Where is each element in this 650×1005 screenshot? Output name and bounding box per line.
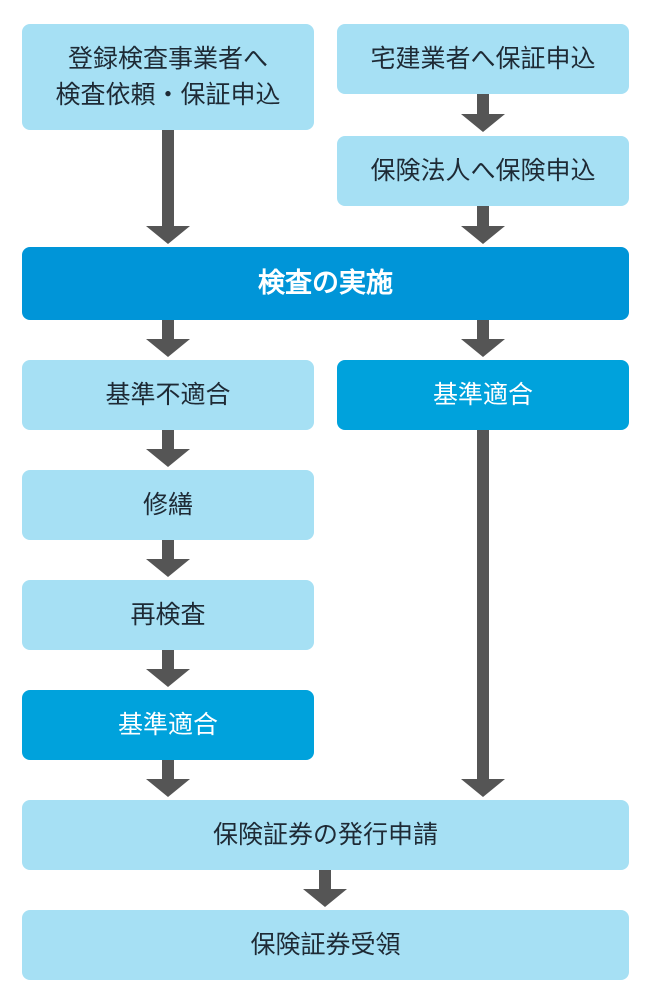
arrow-reinspect-to-compliant [146,650,190,687]
arrow-register-to-inspection [146,130,190,244]
arrow-compliant-after-to-issue [146,760,190,797]
compliant-after-label: 基準適合 [117,709,218,739]
issue-request-box: 保険証券の発行申請 [22,800,629,870]
receive-label: 保険証券受領 [250,929,401,959]
compliant-label: 基準適合 [432,379,533,409]
arrow-issue-to-receive [303,870,347,907]
compliant-after-box: 基準適合 [22,690,314,760]
compliant-box: 基準適合 [337,360,629,430]
repair-box: 修繕 [22,470,314,540]
arrow-builder-to-insurer [461,94,505,132]
arrow-inspection-to-noncompliant [146,320,190,357]
register-request-box: 登録検査事業者へ 検査依頼・保証申込 [22,24,314,130]
arrow-noncompliant-to-repair [146,430,190,467]
inspection-label: 検査の実施 [258,267,393,299]
reinspect-box: 再検査 [22,580,314,650]
noncompliant-box: 基準不適合 [22,360,314,430]
arrow-insurer-to-inspection [461,206,505,244]
arrow-compliant-to-issue [461,430,505,797]
insurer-apply-label: 保険法人へ保険申込 [370,155,596,185]
arrow-inspection-to-compliant [461,320,505,357]
noncompliant-label: 基準不適合 [105,379,231,409]
register-request-label: 登録検査事業者へ 検査依頼・保証申込 [55,43,281,109]
repair-label: 修繕 [142,489,193,519]
builder-apply-box: 宅建業者へ保証申込 [337,24,629,94]
arrow-repair-to-reinspect [146,540,190,577]
receive-box: 保険証券受領 [22,910,629,980]
builder-apply-label: 宅建業者へ保証申込 [370,43,596,73]
inspection-box: 検査の実施 [22,247,629,320]
issue-request-label: 保険証券の発行申請 [212,819,438,849]
insurer-apply-box: 保険法人へ保険申込 [337,136,629,206]
reinspect-label: 再検査 [130,599,206,629]
